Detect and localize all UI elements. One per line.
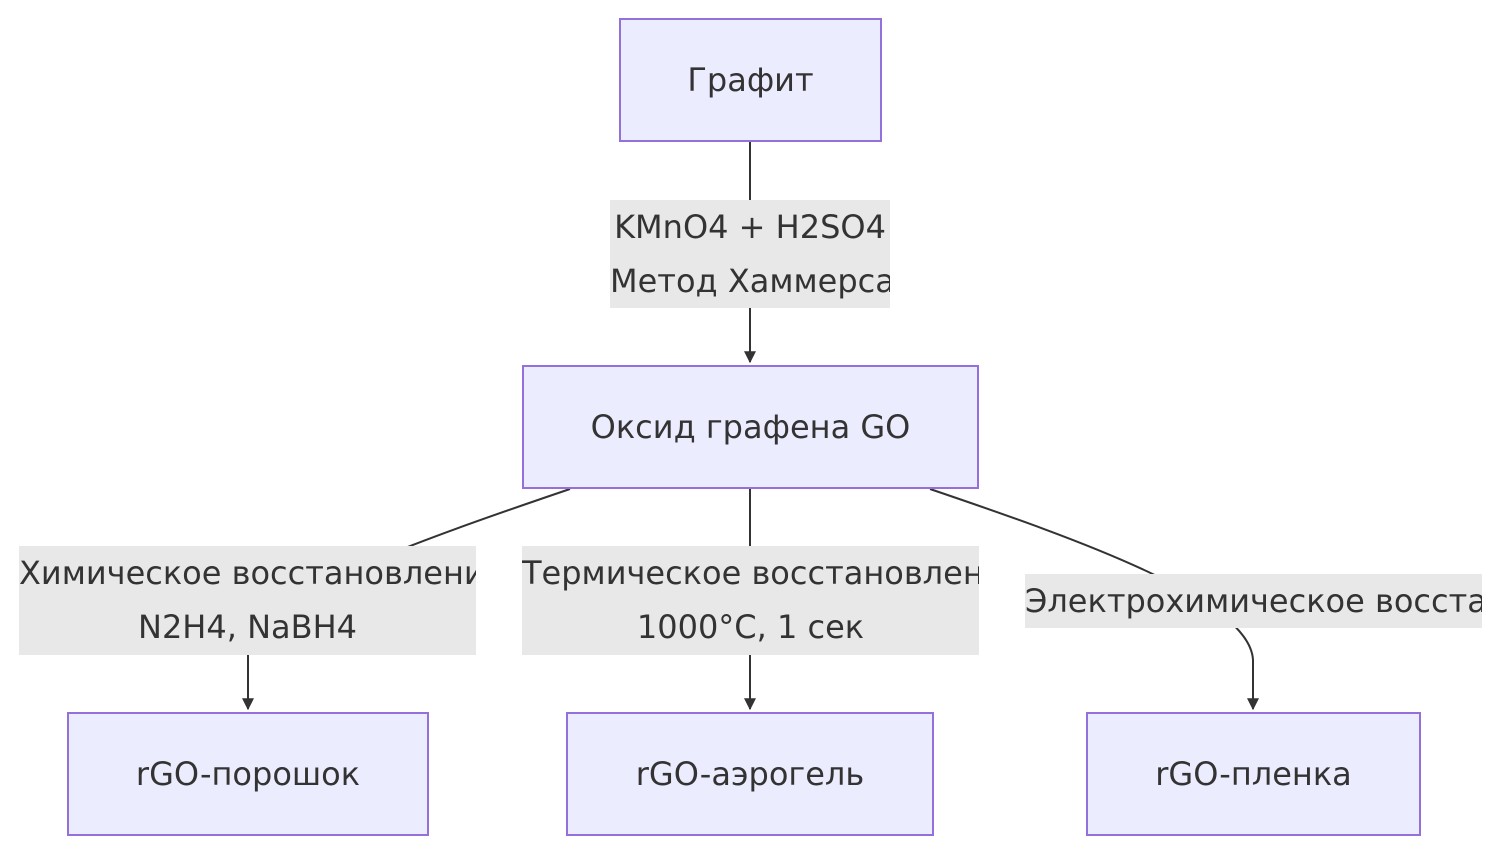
edge-label-chemical-line2: N2H4, NaBH4	[138, 608, 357, 646]
edge-label-chemical-line1: Химическое восстановлени	[19, 554, 476, 592]
node-graphene-oxide: Оксид графена GO	[522, 365, 979, 489]
edge-label-electrochemical: Электрохимическое восста	[1025, 574, 1482, 628]
node-graphene-oxide-label: Оксид графена GO	[590, 408, 911, 446]
node-rgo-powder-label: rGO-порошок	[135, 755, 361, 793]
edge-label-electrochemical-line1: Электрохимическое восста	[1025, 582, 1482, 620]
edge-label-hummers-line2: Метод Хаммерса	[610, 262, 890, 300]
edge-label-thermal-line1: Термическое восстановлен	[522, 554, 979, 592]
node-rgo-film: rGO-пленка	[1086, 712, 1421, 836]
node-graphite-label: Графит	[687, 61, 814, 99]
edge-label-hummers-line1: KMnO4 + H2SO4	[614, 208, 886, 246]
edge-label-thermal-line2: 1000°C, 1 сек	[636, 608, 865, 646]
node-rgo-aerogel-label: rGO-аэрогель	[635, 755, 865, 793]
node-rgo-aerogel: rGO-аэрогель	[566, 712, 934, 836]
edge-label-thermal: Термическое восстановлен 1000°C, 1 сек	[522, 546, 979, 655]
edge-label-chemical: Химическое восстановлени N2H4, NaBH4	[19, 546, 476, 655]
node-rgo-powder: rGO-порошок	[67, 712, 429, 836]
edge-label-hummers: KMnO4 + H2SO4 Метод Хаммерса	[610, 200, 890, 308]
node-graphite: Графит	[619, 18, 882, 142]
node-rgo-film-label: rGO-пленка	[1155, 755, 1352, 793]
